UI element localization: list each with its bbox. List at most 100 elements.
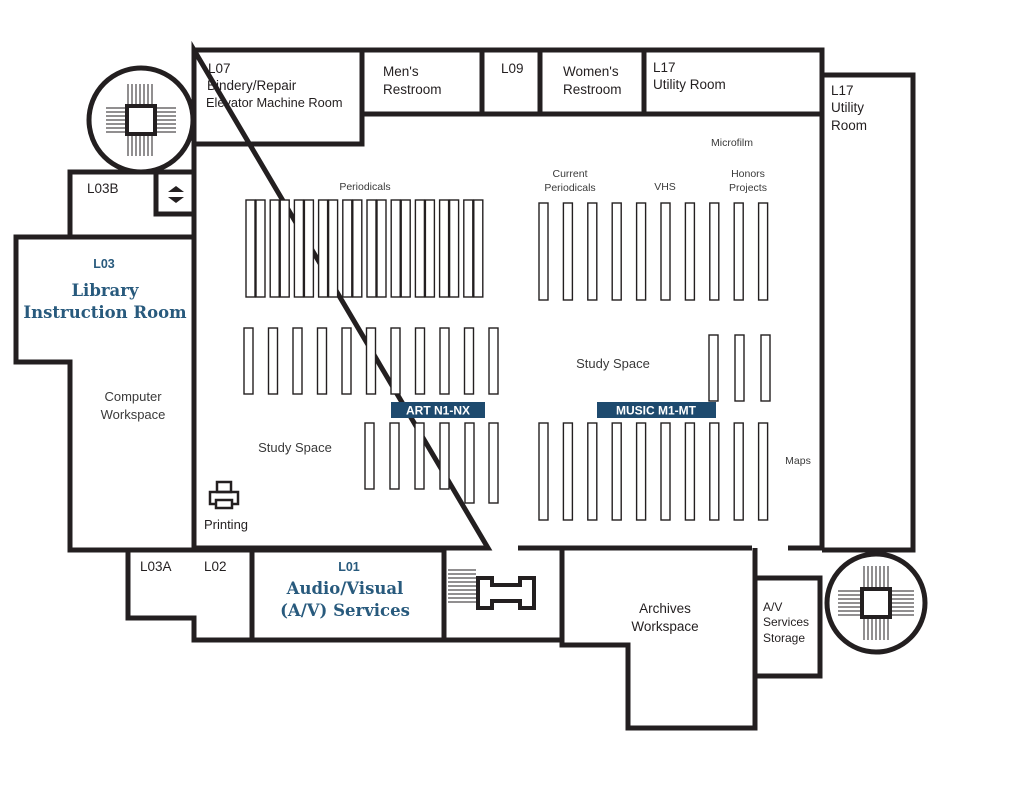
shelf-unit <box>760 334 771 402</box>
shelf-unit <box>464 422 475 504</box>
shelf-unit <box>341 327 352 395</box>
art-banner <box>391 402 485 418</box>
shelf-unit <box>439 422 450 490</box>
room-l17a-code: L17 <box>653 60 676 75</box>
area-vhs: VHS <box>654 181 676 193</box>
shelf-unit <box>757 202 769 301</box>
shelf-unit <box>316 327 328 395</box>
shelf-unit <box>684 202 696 301</box>
shelf-unit <box>366 199 377 298</box>
shelf-unit <box>757 422 769 521</box>
room-l03-name-line2: Instruction Room <box>23 303 187 322</box>
av-storage-line1: A/V <box>763 600 782 614</box>
room-mens-line1: Men's <box>383 64 419 79</box>
shelf-unit <box>293 199 305 298</box>
shelf-unit <box>424 199 436 298</box>
shelf-unit <box>243 327 254 395</box>
area-periodicals: Periodicals <box>339 181 390 193</box>
computer-workspace-line2: Workspace <box>101 407 166 422</box>
music-banner <box>597 402 716 418</box>
room-womens-line1: Women's <box>563 64 619 79</box>
shelf-unit <box>611 422 622 521</box>
shelf-unit <box>267 327 279 395</box>
area-honors-line2: Projects <box>729 182 767 194</box>
area-maps: Maps <box>785 455 811 467</box>
shelf-unit <box>463 327 475 395</box>
shelf-unit <box>269 199 280 298</box>
shelf-unit <box>611 202 622 301</box>
shelf-unit <box>279 199 290 298</box>
shelf-unit <box>255 199 266 298</box>
shelf-unit <box>684 422 696 521</box>
room-l07-code: L07 <box>208 61 231 76</box>
archives-line1: Archives <box>639 601 691 616</box>
shelf-unit <box>438 199 450 298</box>
music-banner-label: MUSIC M1-MT <box>616 404 697 418</box>
room-l07-name: Bindery/Repair <box>207 78 297 93</box>
shelf-unit <box>365 327 377 395</box>
room-l01-code: L01 <box>338 560 360 574</box>
shelf-unit <box>708 334 719 402</box>
shelf-unit <box>376 199 387 298</box>
shelf-unit <box>488 422 499 504</box>
shelf-unit <box>303 199 315 298</box>
area-study-space-left: Study Space <box>258 440 332 455</box>
art-banner-label: ART N1-NX <box>406 404 470 418</box>
room-l09: L09 <box>501 61 524 76</box>
room-mens-line2: Restroom <box>383 82 442 97</box>
stairs-bottom-middle <box>448 569 536 610</box>
shelf-unit <box>364 422 375 490</box>
room-l01-name-line2: (A/V) Services <box>280 601 410 620</box>
area-current-periodicals-line1: Current <box>552 168 587 180</box>
area-current-periodicals-line2: Periodicals <box>544 182 595 194</box>
shelf-unit <box>635 202 647 301</box>
shelf-unit <box>562 202 574 301</box>
room-l17b-line2: Utility <box>831 100 864 115</box>
shelf-unit <box>635 422 647 521</box>
shelf-unit <box>400 199 411 298</box>
shelf-unit <box>390 199 401 298</box>
shelf-unit <box>327 199 339 298</box>
shelf-unit <box>587 422 598 521</box>
shelving <box>243 199 771 521</box>
shelf-unit <box>733 422 744 521</box>
shelf-unit <box>414 422 425 490</box>
shelf-unit <box>709 422 720 521</box>
room-l01-name-line1: Audio/Visual <box>286 579 404 598</box>
room-l07-sub: Elevator Machine Room <box>206 95 343 110</box>
shelf-unit <box>414 327 426 395</box>
stairs-top-left <box>86 65 196 175</box>
shelf-unit <box>292 327 303 395</box>
shelf-unit <box>587 202 598 301</box>
shelf-unit <box>414 199 426 298</box>
shelf-unit <box>317 199 329 298</box>
area-printing: Printing <box>204 517 248 532</box>
elevator-icon <box>168 186 184 203</box>
shelf-unit <box>473 199 484 298</box>
shelf-unit <box>488 327 499 395</box>
shelf-unit <box>660 422 671 521</box>
shelf-unit <box>733 202 744 301</box>
room-l17b-line3: Room <box>831 118 867 133</box>
av-storage-line2: Services <box>763 615 809 629</box>
shelf-unit <box>390 327 401 395</box>
room-l03-name-line1: Library <box>71 281 138 300</box>
room-l03b: L03B <box>87 181 119 196</box>
building-walls <box>13 40 916 731</box>
stairs-bottom-right <box>824 551 928 655</box>
area-microfilm: Microfilm <box>711 137 753 149</box>
shelf-unit <box>389 422 400 490</box>
room-l02: L02 <box>204 559 227 574</box>
av-storage-line3: Storage <box>763 631 805 645</box>
area-honors-line1: Honors <box>731 168 765 180</box>
shelf-unit <box>245 199 256 298</box>
shelf-unit <box>448 199 460 298</box>
archives-line2: Workspace <box>631 619 698 634</box>
computer-workspace-line1: Computer <box>104 389 162 404</box>
shelf-unit <box>352 199 363 298</box>
shelf-unit <box>538 202 549 301</box>
printer-icon <box>208 480 240 510</box>
shelf-unit <box>439 327 450 395</box>
shelf-unit <box>562 422 574 521</box>
